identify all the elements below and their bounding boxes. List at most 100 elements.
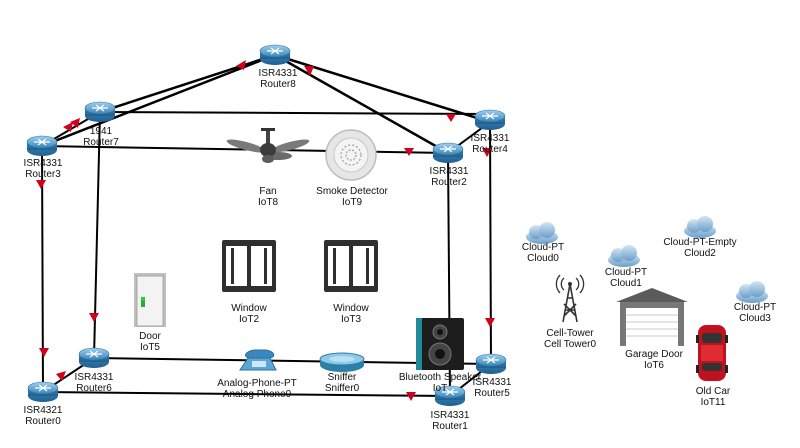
device-model: ISR4331 [74,372,114,383]
router-icon[interactable] [84,101,116,122]
device-name: Router3 [25,169,61,180]
device-name: Router6 [76,383,112,394]
router-icon[interactable] [434,385,466,406]
device-model: ISR4331 [430,410,470,421]
device-label-tower[interactable]: Cell-Tower Cell Tower0 [544,328,596,350]
device-model: Garage Door [625,349,683,360]
link-r8-r2[interactable] [274,53,449,155]
device-label-phone[interactable]: Analog-Phone-PT Analog Phone0 [217,378,297,400]
device-name: IoT11 [700,397,726,408]
router-icon[interactable] [474,109,506,130]
link-r8-r4[interactable] [274,53,491,124]
link-r4-r5[interactable] [489,121,492,365]
device-label-router0[interactable]: ISR4321 Router0 [24,405,63,427]
device-model: Fan [259,186,277,197]
link-arrow [70,118,80,128]
door-icon[interactable] [134,273,166,327]
device-label-sniffer[interactable]: Sniffer Sniffer0 [325,372,359,394]
ceiling-fan-icon[interactable] [226,128,311,163]
device-model: ISR4331 [23,158,63,169]
device-label-router5[interactable]: ISR4331 Router5 [473,377,512,399]
analog-phone-icon[interactable] [239,349,277,371]
device-label-router2[interactable]: ISR4331 Router2 [430,166,469,188]
device-label-router7[interactable]: 1941 Router7 [83,126,119,148]
link-arrow [485,318,495,327]
device-label-window2[interactable]: Window IoT2 [231,303,267,325]
router-icon[interactable] [432,142,464,163]
cloud-icon[interactable] [684,216,716,238]
link-arrow [406,392,416,401]
link-arrow [304,66,314,76]
window-icon[interactable] [324,240,378,292]
link-r7-r8[interactable] [99,53,276,114]
device-name: IoT9 [341,197,363,208]
device-model: Window [231,303,267,314]
device-label-router3[interactable]: ISR4331 Router3 [24,158,63,180]
device-name: Cell Tower0 [543,339,597,350]
device-label-router8[interactable]: ISR4331 Router8 [259,68,298,90]
router-icon[interactable] [27,381,59,402]
garage-door-icon[interactable] [616,288,688,346]
router-icon[interactable] [26,135,58,156]
device-model: Bluetooth Speaker [398,372,482,383]
device-model: Window [333,303,369,314]
bluetooth-speaker-icon[interactable] [416,318,464,370]
link-r7-r4[interactable] [99,111,491,115]
device-model: Cloud-PT [521,242,565,253]
cell-tower-icon[interactable] [555,274,585,323]
device-model: Old Car [695,386,731,397]
link-status-arrows [36,60,495,401]
device-label-router6[interactable]: ISR4331 Router6 [75,372,114,394]
cloud-icon[interactable] [736,281,768,303]
window-icon[interactable] [222,240,276,292]
device-name: IoT3 [340,314,362,325]
link-arrow [404,148,414,156]
device-label-cloud1[interactable]: Cloud-PT Cloud1 [605,267,647,289]
link-r0-r1[interactable] [42,391,451,397]
router-icon[interactable] [475,353,507,374]
device-label-smoke[interactable]: Smoke Detector IoT9 [316,186,388,208]
device-name: Cloud0 [527,253,559,264]
device-name: Cloud2 [684,248,716,259]
device-label-router4[interactable]: ISR4331 Router4 [471,133,510,155]
device-model: Cloud-PT-Empty [663,237,737,248]
device-label-garage[interactable]: Garage Door IoT6 [625,349,683,371]
cloud-icon[interactable] [526,222,558,244]
router-icon[interactable] [259,44,291,65]
old-car-icon[interactable] [696,325,728,381]
device-model: ISR4331 [429,166,469,177]
device-name: IoT5 [139,342,160,353]
device-label-cloud3[interactable]: Cloud-PT Cloud3 [734,302,776,324]
device-model: 1941 [89,126,113,137]
link-arrow [482,148,492,157]
device-label-cloud2[interactable]: Cloud-PT-Empty Cloud2 [663,237,736,259]
cloud-icon[interactable] [608,245,640,267]
link-arrow [236,60,246,70]
device-name: Router4 [472,144,508,155]
device-name: IoT6 [643,360,664,371]
device-model: ISR4331 [472,377,512,388]
device-name: IoT2 [238,314,260,325]
device-name: Router2 [431,177,467,188]
sniffer-icon[interactable] [319,352,365,372]
device-name: Router7 [83,137,119,148]
device-name: Sniffer0 [324,383,360,394]
device-label-car[interactable]: Old Car IoT11 [696,386,730,408]
device-model: Cell-Tower [546,328,594,339]
link-r3-r8[interactable] [41,53,276,148]
link-arrow [39,348,49,357]
device-model: Smoke Detector [316,186,388,197]
device-model: Analog-Phone-PT [217,378,297,389]
device-label-speaker[interactable]: Bluetooth Speaker IoT [399,372,481,394]
device-label-fan[interactable]: Fan IoT8 [258,186,278,208]
device-label-window3[interactable]: Window IoT3 [333,303,369,325]
device-label-router1[interactable]: ISR4331 Router1 [431,410,470,432]
link-r7-r6[interactable] [93,111,101,359]
smoke-detector-icon[interactable] [325,129,377,181]
router-icon[interactable] [78,347,110,368]
device-name: Analog Phone0 [222,389,292,400]
device-label-cloud0[interactable]: Cloud-PT Cloud0 [522,242,564,264]
device-label-door[interactable]: Door IoT5 [139,331,161,353]
device-model: ISR4331 [470,133,510,144]
